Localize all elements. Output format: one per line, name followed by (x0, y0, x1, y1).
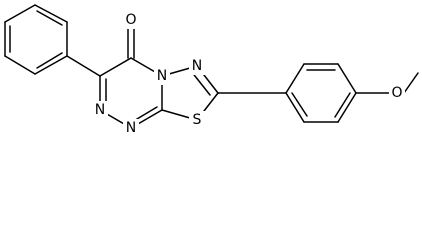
atom-label-carbonyl-oxygen: O (125, 12, 136, 28)
bond (4, 4, 36, 23)
bond (4, 55, 36, 75)
atom-label-ether-oxygen: O (391, 85, 402, 101)
bond (403, 72, 419, 94)
molecule-structure: O N N N N S O (4, 4, 419, 137)
bond (291, 92, 308, 117)
atom-label-nitrogen-left: N (95, 102, 105, 118)
phenyl-ring (4, 4, 68, 75)
triazinone-ring (66, 25, 163, 129)
bond (99, 57, 132, 77)
bond (337, 92, 357, 123)
bond (34, 4, 68, 23)
bond (36, 52, 63, 69)
bond (334, 92, 351, 118)
atom-label-bridge-nitrogen: N (157, 68, 167, 84)
bond (285, 92, 305, 123)
atom-label-nitrogen-top: N (192, 58, 202, 74)
bond (36, 10, 63, 26)
bond (285, 63, 305, 94)
bond (66, 55, 101, 77)
atom-label-nitrogen-bottom: N (126, 120, 136, 136)
atom-labels: O N N N N S O (92, 11, 405, 137)
bond (337, 63, 357, 94)
atom-label-sulfur: S (193, 112, 202, 128)
bond (34, 55, 68, 75)
methoxyphenyl-ring (217, 63, 419, 123)
